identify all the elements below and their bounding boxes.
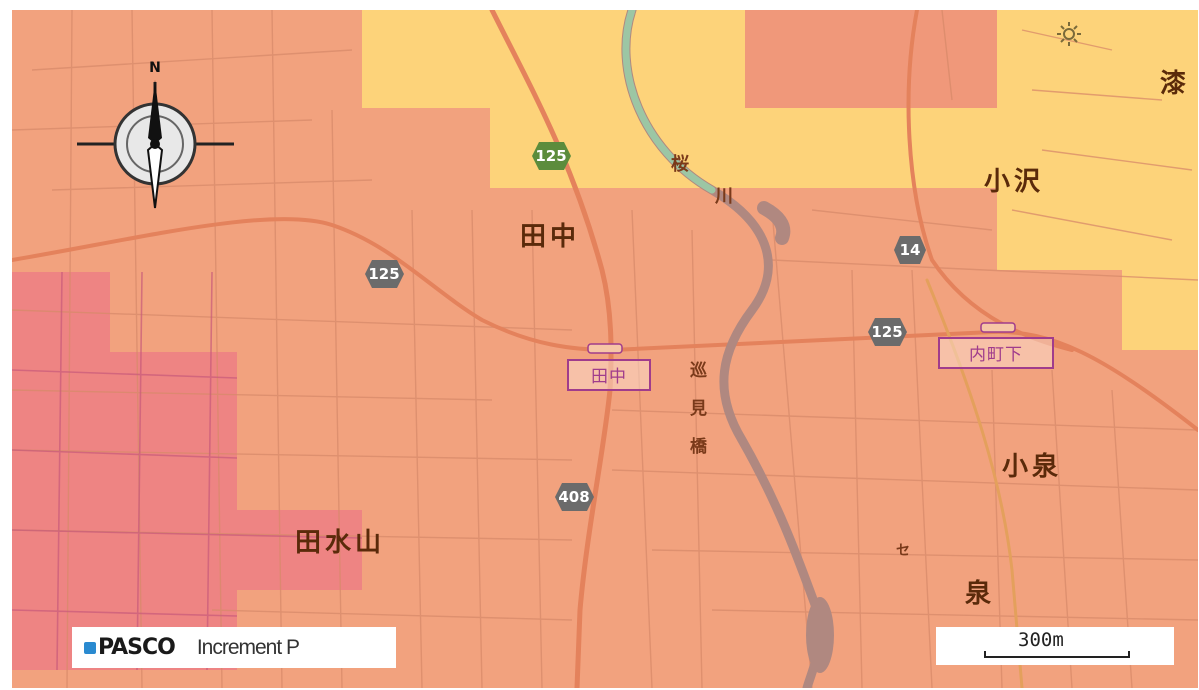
place-izumi: 泉 bbox=[965, 578, 995, 609]
station-tanaka[interactable]: 田中 bbox=[567, 343, 651, 391]
sun-icon bbox=[1057, 22, 1081, 46]
route-125-shield-left: 125 bbox=[365, 260, 404, 288]
station-uchimachishita-label: 内町下 bbox=[969, 345, 1023, 365]
increment-p-credit: Increment P bbox=[196, 635, 300, 659]
river bbox=[621, 10, 834, 688]
place-tamizuyama: 田水山 bbox=[295, 528, 385, 558]
street-grid bbox=[12, 10, 1198, 688]
zone-orange-north bbox=[745, 10, 997, 108]
zone-pink-west bbox=[12, 272, 362, 670]
scale-bar: 300m bbox=[936, 627, 1174, 665]
scale-bar-line bbox=[984, 651, 1130, 658]
place-sakura: 桜 bbox=[671, 153, 689, 175]
place-jun: 巡 bbox=[690, 361, 707, 381]
place-urushi: 漆 bbox=[1160, 69, 1190, 99]
place-ozawa: 小沢 bbox=[984, 167, 1044, 197]
map-view[interactable]: N 田中 田水山 小沢 小泉 漆 桜 川 巡 見 橋 セ 泉 田中 内町下 12… bbox=[12, 10, 1198, 688]
map-canvas[interactable]: N 田中 田水山 小沢 小泉 漆 桜 川 巡 見 橋 セ 泉 田中 内町下 12… bbox=[12, 10, 1198, 688]
zone-yellow-east bbox=[997, 10, 1198, 350]
route-125-shield-top: 125 bbox=[532, 142, 571, 170]
svg-text:125: 125 bbox=[368, 265, 399, 283]
place-hashi: 橋 bbox=[690, 436, 708, 457]
district-lines bbox=[12, 271, 363, 671]
pasco-logo-text: PASCO bbox=[98, 635, 176, 660]
station-uchimachishita[interactable]: 内町下 bbox=[938, 322, 1054, 369]
route-125-shield-right: 125 bbox=[868, 318, 907, 346]
route-14-shield: 14 bbox=[894, 236, 926, 264]
svg-text:125: 125 bbox=[871, 323, 902, 341]
map-credit: PASCO Increment P bbox=[72, 627, 396, 668]
svg-text:14: 14 bbox=[900, 241, 921, 259]
place-kawa: 川 bbox=[714, 186, 733, 207]
svg-text:408: 408 bbox=[558, 488, 589, 506]
compass-rose: N bbox=[77, 60, 234, 209]
scale-label: 300m bbox=[1018, 629, 1064, 651]
station-tanaka-label: 田中 bbox=[591, 367, 627, 387]
compass-north-label: N bbox=[149, 60, 161, 76]
pasco-logo-icon bbox=[84, 641, 96, 654]
route-408-shield: 408 bbox=[555, 483, 594, 511]
place-ken: 見 bbox=[689, 399, 707, 419]
place-koizumi: 小泉 bbox=[1002, 451, 1062, 482]
svg-text:125: 125 bbox=[535, 147, 566, 165]
zone-yellow-center bbox=[490, 30, 997, 188]
place-tanaka: 田中 bbox=[520, 222, 580, 252]
place-se: セ bbox=[896, 543, 910, 559]
